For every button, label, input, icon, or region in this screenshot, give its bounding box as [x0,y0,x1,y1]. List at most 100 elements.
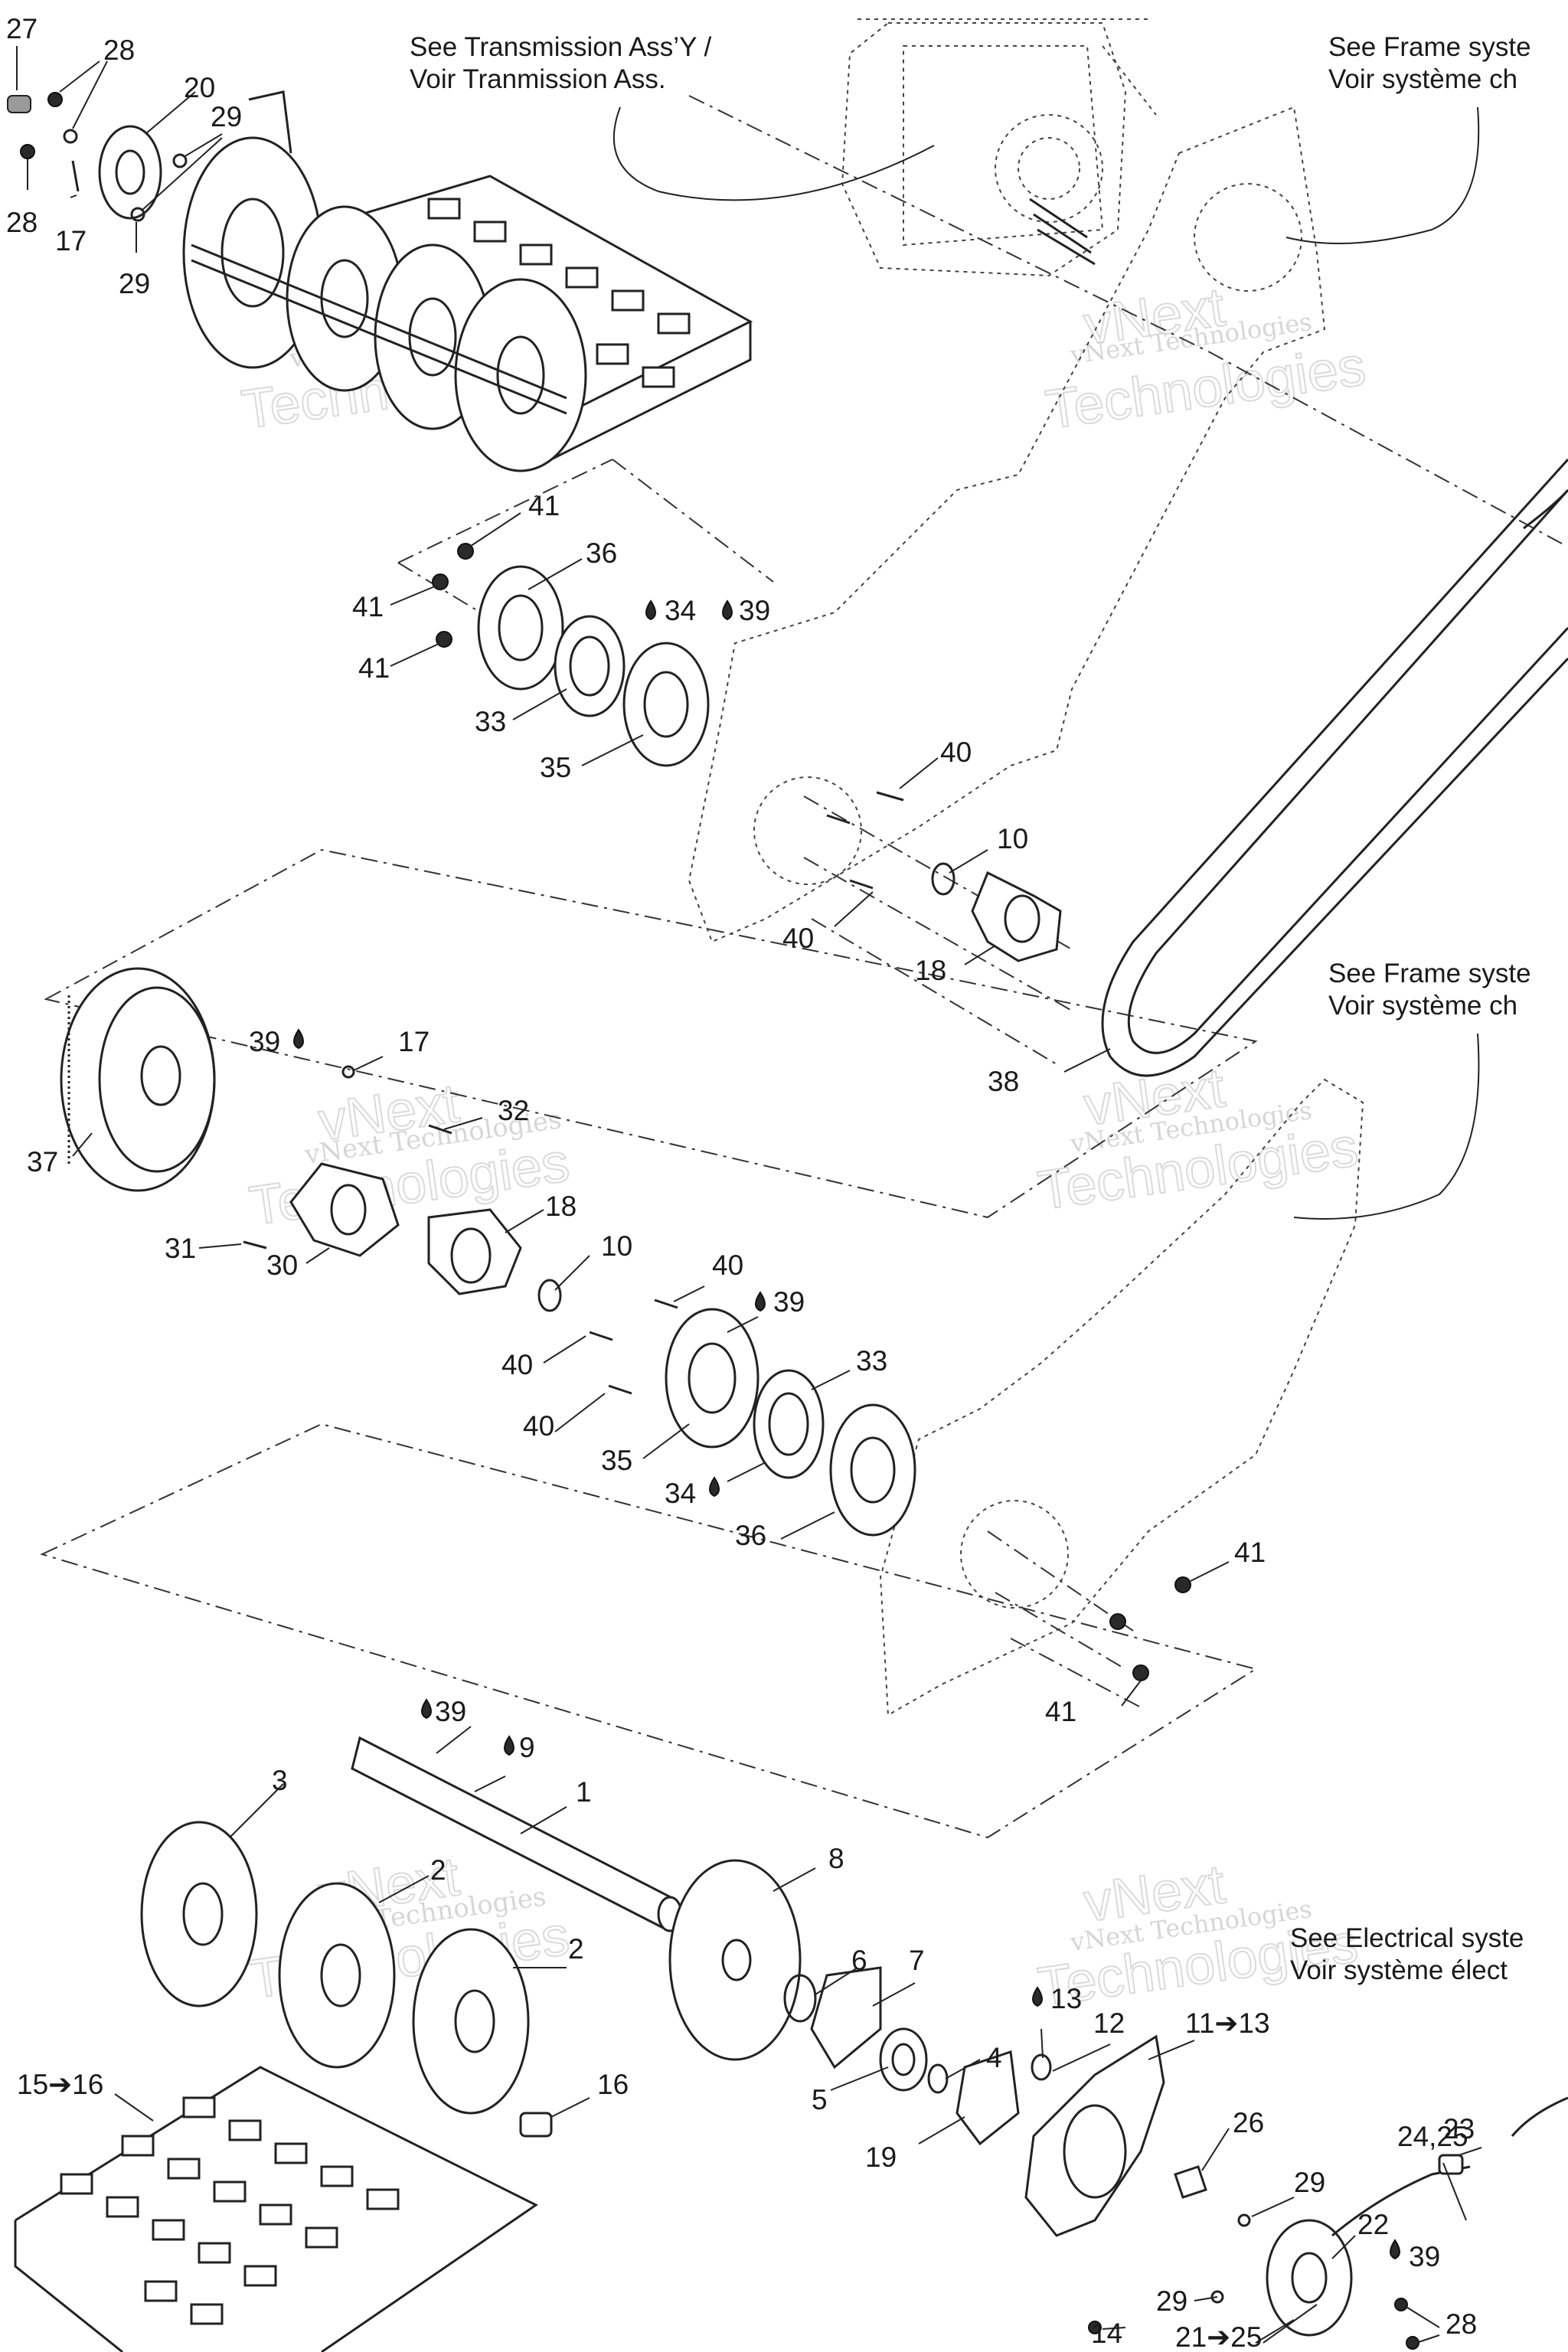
label-40-top-a: 40 [940,737,972,768]
label-16: 16 [597,2069,629,2100]
centerline-top [397,459,613,564]
transmission-gear [995,114,1103,223]
frame-plates [688,106,1364,1717]
leader-12 [1052,2043,1111,2072]
leader-29-low-b [1194,2296,1218,2301]
leader-3 [229,1783,284,1838]
bracket-11 [1024,2034,1165,2237]
label-8: 8 [828,1843,844,1874]
note-frame-mid-line1: See Frame syste [1328,959,1531,988]
note-frame-top-line2: Voir système ch [1328,64,1517,94]
leader-1 [520,1806,567,1834]
note-frame-top-line1: See Frame syste [1328,32,1531,62]
label-32: 32 [498,1095,529,1126]
leader-4 [945,2059,981,2079]
leader-36-top [528,558,583,590]
dashed-plane-2 [40,1423,1258,1839]
label-29-top-b: 29 [119,268,150,299]
bolts-40-top [826,791,904,890]
disc-8 [668,1859,802,2061]
flange-35-mid [665,1308,760,1449]
hub-18-top [971,871,1062,962]
bearing-5-inner [891,2043,916,2076]
label-29-top-a: 29 [211,101,242,132]
sensor-26 [1174,2165,1207,2199]
label-40-mid-b: 40 [501,1349,533,1380]
wire-23 [1331,2165,1471,2237]
reference-notes: See Transmission Ass’Y / Voir Tranmissio… [410,32,1531,1985]
leader-33-top [512,688,567,720]
leader-41-mid-b [1121,1680,1142,1707]
leader-37 [72,1132,93,1157]
label-21-25: 21➔25 [1175,2321,1262,2352]
label-10-top: 10 [997,823,1028,854]
transmission-spring [1029,198,1096,266]
label-31: 31 [165,1233,196,1264]
oring-10-top [931,862,956,896]
transmission-gear-hub [1018,137,1080,200]
leader-28-low [1404,2305,1440,2344]
note-transmission-line2: Voir Tranmission Ass. [410,64,666,94]
bearing-cap-20 [98,125,162,220]
label-34-top: 34 [665,595,696,626]
label-40-mid-c: 40 [523,1410,554,1442]
label-18-mid: 18 [545,1191,577,1222]
label-41-mid-a: 41 [1234,1537,1266,1568]
note-transmission-line1: See Transmission Ass’Y / [410,32,712,62]
lube-drop-icon [293,1028,304,1050]
label-6: 6 [851,1945,867,1976]
flange-36-top-inner [498,594,544,662]
bearing-5 [879,2027,928,2092]
leader-35-mid [642,1423,690,1459]
ring-4 [927,2063,949,2094]
label-26: 26 [1233,2107,1264,2138]
label-41-top-a: 41 [528,490,560,521]
frame-plate-mid-hole [960,1500,1069,1609]
label-14: 14 [1091,2318,1122,2349]
leader-11 [1148,2040,1195,2060]
label-35-mid: 35 [601,1445,632,1476]
leader-41-c [390,642,441,667]
leader-34-mid [727,1462,766,1482]
leader-2-a [378,1875,430,1903]
leader-26 [1201,2128,1230,2171]
leader-40-mid-a [673,1285,705,1302]
label-28-low: 28 [1446,2308,1477,2340]
label-41-mid-b: 41 [1045,1696,1076,1727]
label-29-low-b: 29 [1156,2285,1187,2317]
label-2-b: 2 [568,1933,584,1965]
frame-plate-mid [879,1078,1364,1717]
track-bottom-lugs [60,2096,400,2325]
lube-drop-icon [1032,1986,1043,2007]
leader-10-mid [554,1255,590,1291]
flange-36-mid-inner [850,1436,896,1504]
part-labels: 27 28 20 29 28 17 29 41 36 34 39 41 41 3… [6,13,1477,2352]
leader-note-frame-mid [1293,1033,1480,1220]
nut-41-mid-c [1132,1664,1149,1681]
washer-29-c [130,207,145,222]
part-27 [7,95,31,113]
shaft-top [191,243,567,415]
lube-drop-icon [1390,2239,1400,2260]
lube-drop-icon [722,599,733,621]
leader-41-mid-a [1190,1561,1230,1582]
leader-14 [1102,2327,1126,2330]
oring-10-mid [537,1279,562,1312]
sprocket-top-3-hub [496,335,545,415]
label-40-top-b: 40 [782,923,814,954]
nut-41-top-b [432,573,449,590]
connector-24-25 [1438,2154,1464,2175]
label-38: 38 [988,1066,1019,1097]
lube-icons [293,599,1400,2260]
washer-6 [783,1974,817,2023]
washer-12 [1031,2053,1052,2081]
sprocket-2-b [412,1928,530,2115]
lube-drop-icon [645,599,656,621]
leader-29-top [141,133,223,211]
frame-plate-top-hole-2 [753,776,862,885]
leader-39-mid [727,1316,759,1333]
bolts-40-mid [589,1298,678,1395]
leader-13-drop [1040,2028,1044,2059]
cap-22 [1266,2219,1353,2337]
